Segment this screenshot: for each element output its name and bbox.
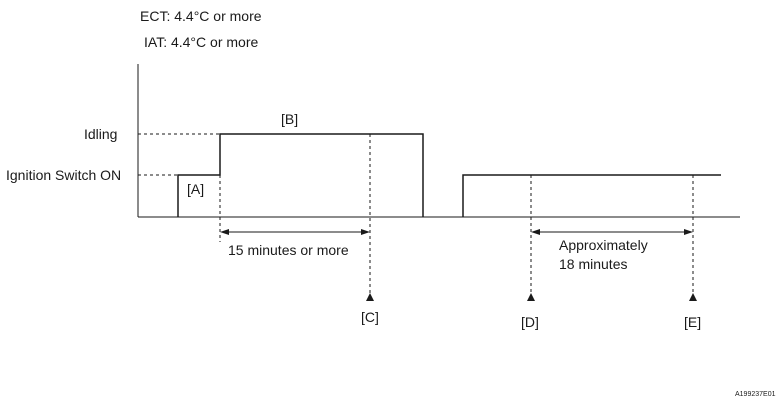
signal-waveform-1	[177, 133, 424, 217]
signal-waveform-2	[462, 174, 721, 217]
step-b-label: [B]	[281, 111, 298, 127]
marker-e-label: [E]	[684, 314, 701, 330]
duration-label-1: 15 minutes or more	[228, 242, 349, 258]
ignition-on-level-label: Ignition Switch ON	[6, 167, 121, 183]
duration-arrow-2-left-head	[531, 229, 540, 235]
duration-label-2-line1: Approximately	[559, 237, 648, 253]
duration-arrow-2-right-head	[684, 229, 693, 235]
iat-condition: IAT: 4.4°C or more	[144, 34, 258, 50]
marker-c-label: [C]	[361, 309, 379, 325]
marker-c-triangle	[366, 293, 374, 301]
ect-condition: ECT: 4.4°C or more	[140, 8, 262, 24]
step-a-label: [A]	[187, 181, 204, 197]
idling-level-label: Idling	[84, 126, 117, 142]
duration-label-2-line2: 18 minutes	[559, 256, 627, 272]
duration-arrow-1-right-head	[361, 229, 370, 235]
marker-d-triangle	[527, 293, 535, 301]
marker-d-label: [D]	[521, 314, 539, 330]
figure-code: A199237E01	[735, 391, 776, 398]
marker-e-triangle	[689, 293, 697, 301]
duration-arrow-1-left-head	[220, 229, 229, 235]
